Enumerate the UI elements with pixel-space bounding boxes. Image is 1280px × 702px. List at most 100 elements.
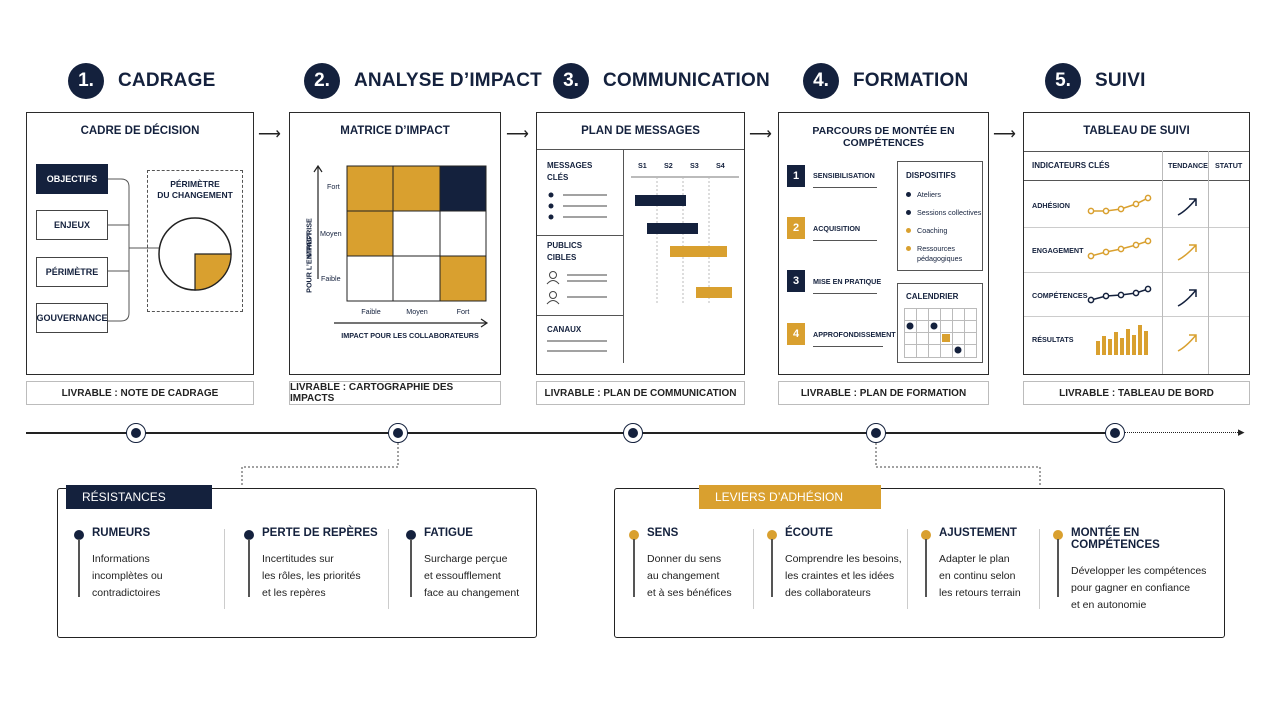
item-text: Donner du sens au changement et à ses bé… bbox=[647, 553, 732, 599]
gantt-chart bbox=[631, 176, 739, 303]
resistance-item: PERTE DE REPÈRES Incertitudes sur les rô… bbox=[240, 527, 390, 602]
divider bbox=[813, 293, 877, 294]
bullet-icon bbox=[906, 210, 911, 215]
step-header-2: 2. ANALYSE D’IMPACT bbox=[304, 62, 542, 100]
connector-resistances bbox=[241, 443, 399, 487]
levier-item: MONTÉE EN COMPÉTENCES Développer les com… bbox=[1049, 527, 1219, 614]
week-label: S3 bbox=[690, 161, 699, 170]
pin-stem bbox=[771, 539, 773, 597]
canaux-label: CANAUX bbox=[547, 325, 582, 334]
panel-tag: RÉSISTANCES bbox=[66, 485, 212, 509]
impact-matrix-grid bbox=[346, 165, 487, 302]
col-header: INDICATEURS CLÉS bbox=[1032, 161, 1110, 170]
divider bbox=[1024, 180, 1249, 181]
sparklines bbox=[1087, 194, 1152, 355]
card-title: TABLEAU DE SUIVI bbox=[1083, 125, 1190, 137]
week-label: S1 bbox=[638, 161, 647, 170]
divider bbox=[623, 149, 624, 363]
bullet-icon bbox=[906, 246, 911, 251]
item-title: MONTÉE EN COMPÉTENCES bbox=[1071, 527, 1160, 551]
levier-item: AJUSTEMENT Adapter le plan en continu se… bbox=[917, 527, 1043, 602]
timeline-node bbox=[1105, 423, 1125, 443]
perimetre-box: PÉRIMÈTRE bbox=[36, 257, 108, 287]
item-text: Comprendre les besoins, les craintes et … bbox=[785, 553, 902, 599]
pin-stem bbox=[633, 539, 635, 597]
dispositif-item: Coaching bbox=[917, 226, 948, 235]
stage-label: ACQUISITION bbox=[813, 224, 861, 233]
arrow-right-icon: ⟶ bbox=[993, 126, 1016, 143]
pin-icon bbox=[406, 530, 416, 540]
perimeter-label: DU CHANGEMENT bbox=[157, 190, 233, 200]
deliverable-suivi: LIVRABLE : TABLEAU DE BORD bbox=[1023, 381, 1250, 405]
separator bbox=[1039, 529, 1040, 609]
panel-resistances: RÉSISTANCES RUMEURS Informations incompl… bbox=[57, 485, 537, 638]
step-title: FORMATION bbox=[853, 70, 969, 91]
card-communication: PLAN DE MESSAGES MESSAGES CLÉS PUBLICS C… bbox=[536, 112, 745, 375]
item-title: AJUSTEMENT bbox=[939, 527, 1017, 539]
card-formation: PARCOURS DE MONTÉE EN COMPÉTENCES 1 SENS… bbox=[778, 112, 989, 375]
timeline-node bbox=[126, 423, 146, 443]
step-header-4: 4. FORMATION bbox=[803, 62, 968, 100]
stage-label: MISE EN PRATIQUE bbox=[813, 277, 882, 286]
row-label: Fort bbox=[327, 182, 340, 191]
timeline-node bbox=[388, 423, 408, 443]
user-icon bbox=[546, 271, 607, 305]
divider bbox=[1024, 272, 1249, 273]
item-title: RUMEURS bbox=[92, 527, 151, 539]
step-title: COMMUNICATION bbox=[603, 70, 770, 91]
calendar-title: CALENDRIER bbox=[906, 292, 959, 301]
step-number: 5. bbox=[1045, 63, 1081, 99]
indicator-label: RÉSULTATS bbox=[1032, 335, 1074, 344]
calendar-box: CALENDRIER bbox=[897, 283, 983, 363]
step-title: SUIVI bbox=[1095, 70, 1146, 91]
item-text: Incertitudes sur les rôles, les priorité… bbox=[262, 553, 361, 599]
y-axis-arrow bbox=[313, 164, 323, 279]
week-label: S2 bbox=[664, 161, 673, 170]
pin-icon bbox=[629, 530, 639, 540]
divider bbox=[1024, 227, 1249, 228]
step-header-3: 3. COMMUNICATION bbox=[553, 62, 770, 100]
card-cadrage: CADRE DE DÉCISION OBJECTIFS ENJEUX PÉRIM… bbox=[26, 112, 254, 375]
lines-icon bbox=[547, 340, 607, 352]
levier-item: ÉCOUTE Comprendre les besoins, les crain… bbox=[763, 527, 909, 602]
stage-label: APPROFONDISSEMENT bbox=[813, 330, 896, 339]
publics-label: CIBLES bbox=[547, 253, 577, 262]
bullet-icon bbox=[906, 192, 911, 197]
pin-icon bbox=[767, 530, 777, 540]
bullet-icon bbox=[906, 228, 911, 233]
perimeter-circle bbox=[158, 217, 232, 291]
dispositif-item: Ressources bbox=[917, 244, 955, 253]
dispositif-item: Sessions collectives bbox=[917, 208, 982, 217]
col-header: STATUT bbox=[1215, 161, 1243, 170]
card-impact: MATRICE D’IMPACT IMPACT POUR L’ENTREPRIS… bbox=[289, 112, 501, 375]
item-text: Développer les compétences pour gagner e… bbox=[1071, 565, 1207, 611]
divider bbox=[813, 346, 883, 347]
divider bbox=[1024, 151, 1249, 152]
step-header-1: 1. CADRAGE bbox=[68, 62, 215, 100]
separator bbox=[907, 529, 908, 609]
divider bbox=[1024, 316, 1249, 317]
separator bbox=[388, 529, 389, 609]
item-text: Informations incomplètes ou contradictoi… bbox=[92, 553, 163, 599]
gouvernance-box: GOUVERNANCE bbox=[36, 303, 108, 333]
col-label: Fort bbox=[456, 307, 470, 316]
separator bbox=[753, 529, 754, 609]
divider bbox=[1162, 151, 1163, 374]
timeline-node bbox=[623, 423, 643, 443]
enjeux-box: ENJEUX bbox=[36, 210, 108, 240]
pin-icon bbox=[74, 530, 84, 540]
divider bbox=[1208, 151, 1209, 374]
dispositifs-box: DISPOSITIFS Ateliers Sessions collective… bbox=[897, 161, 983, 271]
timeline-dotted-line bbox=[1118, 432, 1242, 433]
perimeter-frame bbox=[147, 170, 243, 312]
stage-label: SENSIBILISATION bbox=[813, 171, 875, 180]
step-header-5: 5. SUIVI bbox=[1045, 62, 1146, 100]
week-label: S4 bbox=[716, 161, 725, 170]
dispositifs-title: DISPOSITIFS bbox=[906, 171, 956, 180]
pin-icon bbox=[921, 530, 931, 540]
stage-number: 3 bbox=[787, 270, 805, 292]
deliverable-impact: LIVRABLE : CARTOGRAPHIE DES IMPACTS bbox=[289, 381, 501, 405]
pin-stem bbox=[78, 539, 80, 597]
step-number: 4. bbox=[803, 63, 839, 99]
card-title: CADRE DE DÉCISION bbox=[80, 125, 200, 137]
